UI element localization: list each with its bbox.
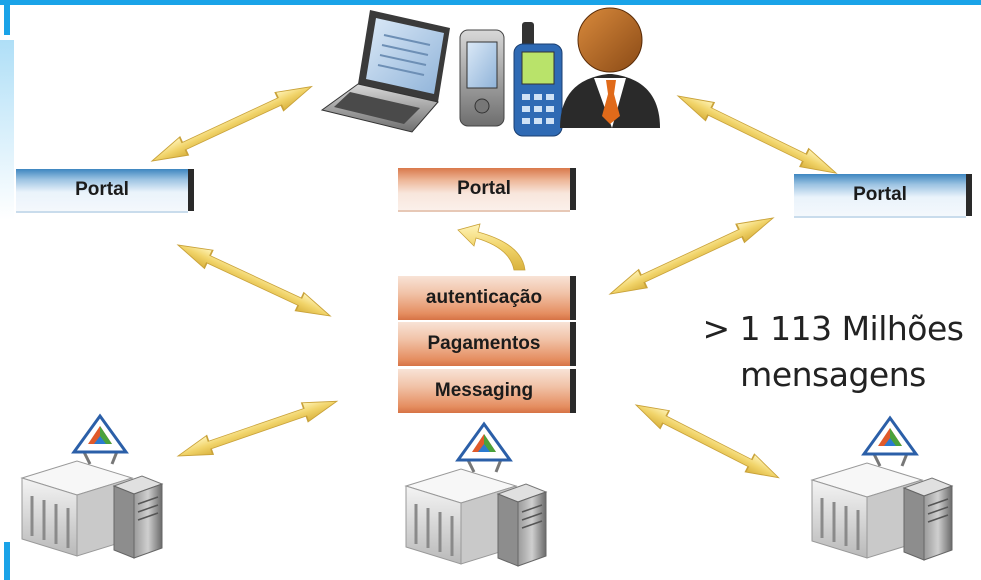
service-auth-shadow — [570, 276, 576, 320]
arrow-hub-server-left — [173, 391, 341, 467]
laptop-icon — [320, 10, 450, 133]
service-payments-shadow — [570, 322, 576, 366]
service-messaging-shadow — [570, 369, 576, 413]
portal-center-label: Portal — [457, 178, 511, 199]
mobile-phone-icon — [513, 22, 563, 137]
message-volume-line1: > 1 113 Milhões — [702, 309, 964, 348]
service-messaging-label: Messaging — [434, 380, 534, 401]
portal-right-label: Portal — [853, 184, 907, 205]
portal-right-shadow — [966, 174, 972, 216]
arrow-portal-right-hub — [604, 208, 779, 304]
left-accent-bar-bottom — [4, 542, 10, 580]
service-payments: Pagamentos — [398, 322, 576, 366]
message-volume-stat: > 1 113 Milhões mensagens — [688, 306, 978, 398]
top-accent-bar — [0, 0, 981, 5]
service-auth: autenticação — [398, 276, 576, 320]
message-volume-line2: mensagens — [740, 355, 926, 394]
portal-left: Portal — [16, 169, 194, 213]
arrow-devices-portal-right — [672, 86, 842, 183]
arrow-portal-left-hub — [172, 235, 336, 326]
portal-center-shadow — [570, 168, 576, 210]
bank-server-icon — [404, 422, 548, 568]
arrow-devices-portal-left — [146, 76, 317, 171]
arrow-auth-to-portal — [457, 223, 526, 271]
bank-server-icon — [20, 414, 164, 560]
portal-right: Portal — [794, 174, 972, 218]
portal-center: Portal — [398, 168, 576, 212]
service-auth-label: autenticação — [425, 287, 543, 308]
service-payments-label: Pagamentos — [427, 333, 541, 354]
user-icon — [560, 7, 660, 128]
pda-icon — [459, 29, 505, 127]
bank-server-icon — [810, 416, 954, 562]
left-accent-fade — [0, 40, 14, 220]
portal-left-label: Portal — [75, 179, 129, 200]
service-messaging: Messaging — [398, 369, 576, 413]
portal-left-shadow — [188, 169, 194, 211]
arrow-hub-server-right — [630, 395, 784, 488]
left-accent-bar-top — [4, 5, 10, 35]
